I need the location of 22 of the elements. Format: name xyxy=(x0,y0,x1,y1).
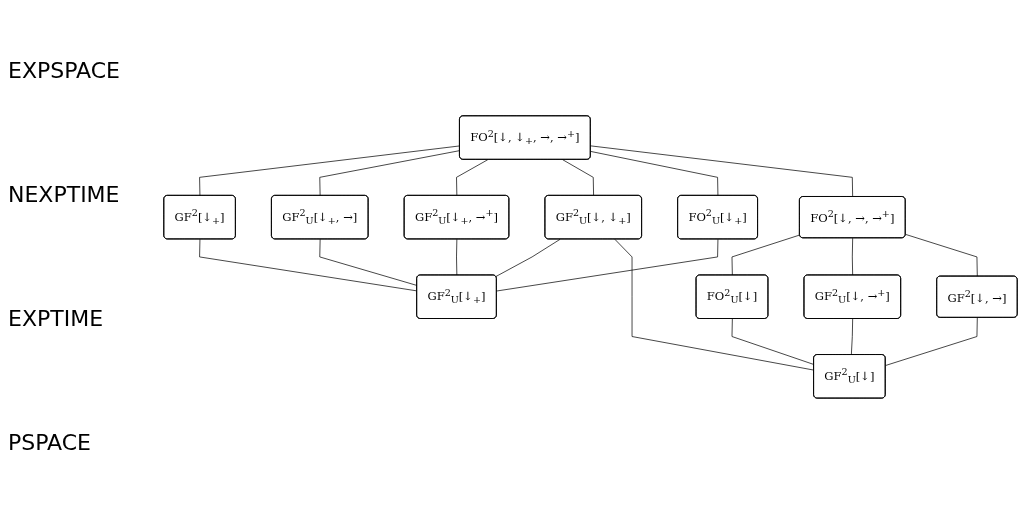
connector xyxy=(496,238,719,291)
connector xyxy=(614,238,815,371)
connector xyxy=(456,238,458,276)
complexity-class-label: NEXPTIME xyxy=(8,181,121,207)
connector xyxy=(590,150,719,196)
complexity-class-label: PSPACE xyxy=(8,430,92,456)
connector xyxy=(851,318,854,355)
complexity-class-label: EXPTIME xyxy=(8,306,105,332)
connector xyxy=(495,238,561,277)
connector xyxy=(456,158,489,196)
connector xyxy=(562,158,594,196)
connector xyxy=(199,145,461,196)
connector xyxy=(319,238,418,286)
connector xyxy=(199,238,418,291)
connector xyxy=(731,234,801,276)
connector xyxy=(905,233,978,277)
connector xyxy=(319,149,461,196)
connector xyxy=(885,316,978,366)
connector xyxy=(851,237,854,276)
complexity-class-label: EXPSPACE xyxy=(8,57,121,83)
connector xyxy=(731,318,815,365)
connector xyxy=(590,145,854,197)
